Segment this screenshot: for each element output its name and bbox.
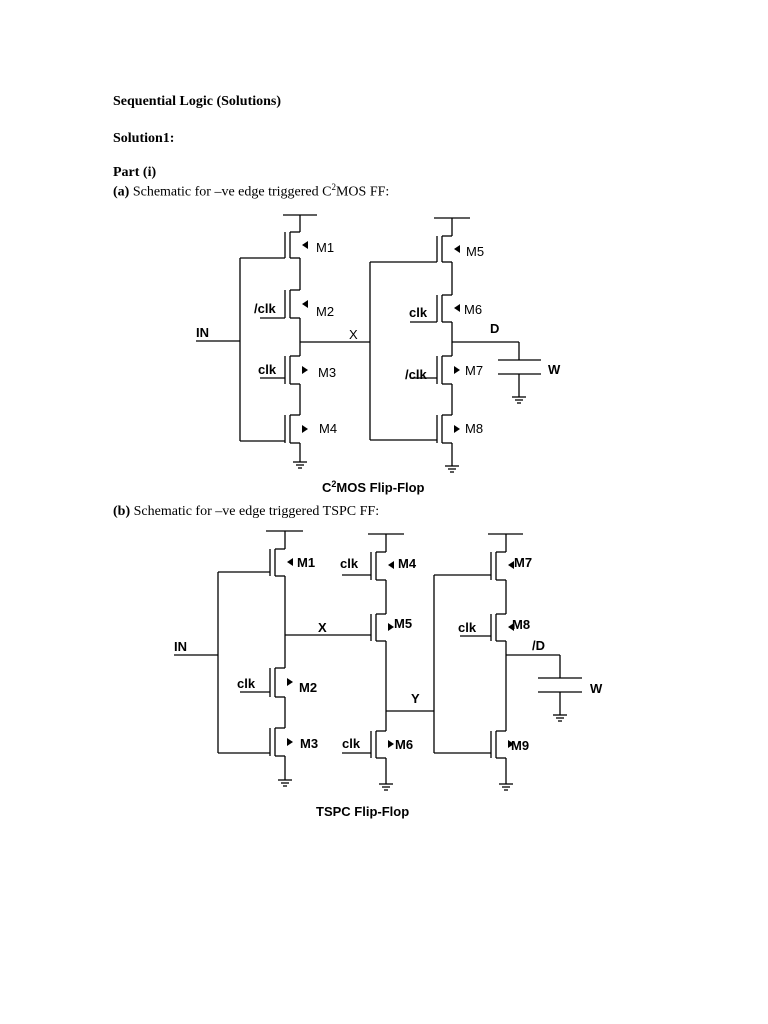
c2mos-in-label: IN xyxy=(196,325,209,340)
section-a-sup: 2 xyxy=(331,182,336,192)
tspc-w-label: W xyxy=(590,681,603,696)
c2mos-m6-label: M6 xyxy=(464,302,482,317)
section-b-caption: (b) Schematic for –ve edge triggered TSP… xyxy=(113,504,379,520)
doc-title: Sequential Logic (Solutions) xyxy=(113,94,282,109)
c2mos-m2-label: M2 xyxy=(316,304,334,319)
tspc-y-label: Y xyxy=(411,691,420,706)
solution-heading: Solution1: xyxy=(113,131,175,146)
tspc-m4-label: M4 xyxy=(398,556,417,571)
tspc-m6-label: M6 xyxy=(395,737,413,752)
tspc-d-label: /D xyxy=(532,638,545,653)
c2mos-m3-clk: clk xyxy=(258,362,277,377)
c2mos-caption-rest: MOS Flip-Flop xyxy=(336,480,424,495)
c2mos-m4-label: M4 xyxy=(319,421,337,436)
c2mos-wires xyxy=(196,214,541,473)
c2mos-m6-clk: clk xyxy=(409,305,428,320)
c2mos-m2-clk: /clk xyxy=(254,301,276,316)
c2mos-w-label: W xyxy=(548,362,561,377)
c2mos-arrows xyxy=(302,241,460,433)
tspc-m8-label: M8 xyxy=(512,617,530,632)
c2mos-m5-label: M5 xyxy=(466,244,484,259)
c2mos-m7-clk: /clk xyxy=(405,367,427,382)
tspc-m4-clk: clk xyxy=(340,556,359,571)
tspc-m8-clk: clk xyxy=(458,620,477,635)
section-b-text: Schematic for –ve edge triggered TSPC FF… xyxy=(130,504,380,519)
tspc-m9-label: M9 xyxy=(511,738,529,753)
tspc-m1-label: M1 xyxy=(297,555,315,570)
tspc-in-label: IN xyxy=(174,639,187,654)
tspc-m5-label: M5 xyxy=(394,616,412,631)
section-a-text: Schematic for –ve edge triggered C xyxy=(129,184,332,200)
c2mos-caption: C2MOS Flip-Flop xyxy=(322,479,425,495)
section-a-label: (a) xyxy=(113,184,130,200)
c2mos-m3-label: M3 xyxy=(318,365,336,380)
tspc-m3-label: M3 xyxy=(300,736,318,751)
tspc-m7-label: M7 xyxy=(514,555,532,570)
tspc-wires xyxy=(174,530,582,791)
c2mos-m8-label: M8 xyxy=(465,421,483,436)
tspc-x-label: X xyxy=(318,620,327,635)
c2mos-caption-sup: 2 xyxy=(331,479,336,489)
tspc-m2-label: M2 xyxy=(299,680,317,695)
c2mos-d-label: D xyxy=(490,321,499,336)
part-heading: Part (i) xyxy=(113,165,157,180)
tspc-caption: TSPC Flip-Flop xyxy=(316,804,409,819)
c2mos-m1-label: M1 xyxy=(316,240,334,255)
tspc-m6-clk: clk xyxy=(342,736,361,751)
tspc-m2-clk: clk xyxy=(237,676,256,691)
tspc-arrows xyxy=(287,558,514,748)
section-a-caption: (a) Schematic for –ve edge triggered C2M… xyxy=(113,182,389,201)
c2mos-x-label: X xyxy=(349,327,358,342)
section-a-text-end: MOS FF: xyxy=(335,184,390,200)
section-b-label: (b) xyxy=(113,504,131,519)
c2mos-caption-c: C xyxy=(322,480,332,495)
c2mos-m7-label: M7 xyxy=(465,363,483,378)
